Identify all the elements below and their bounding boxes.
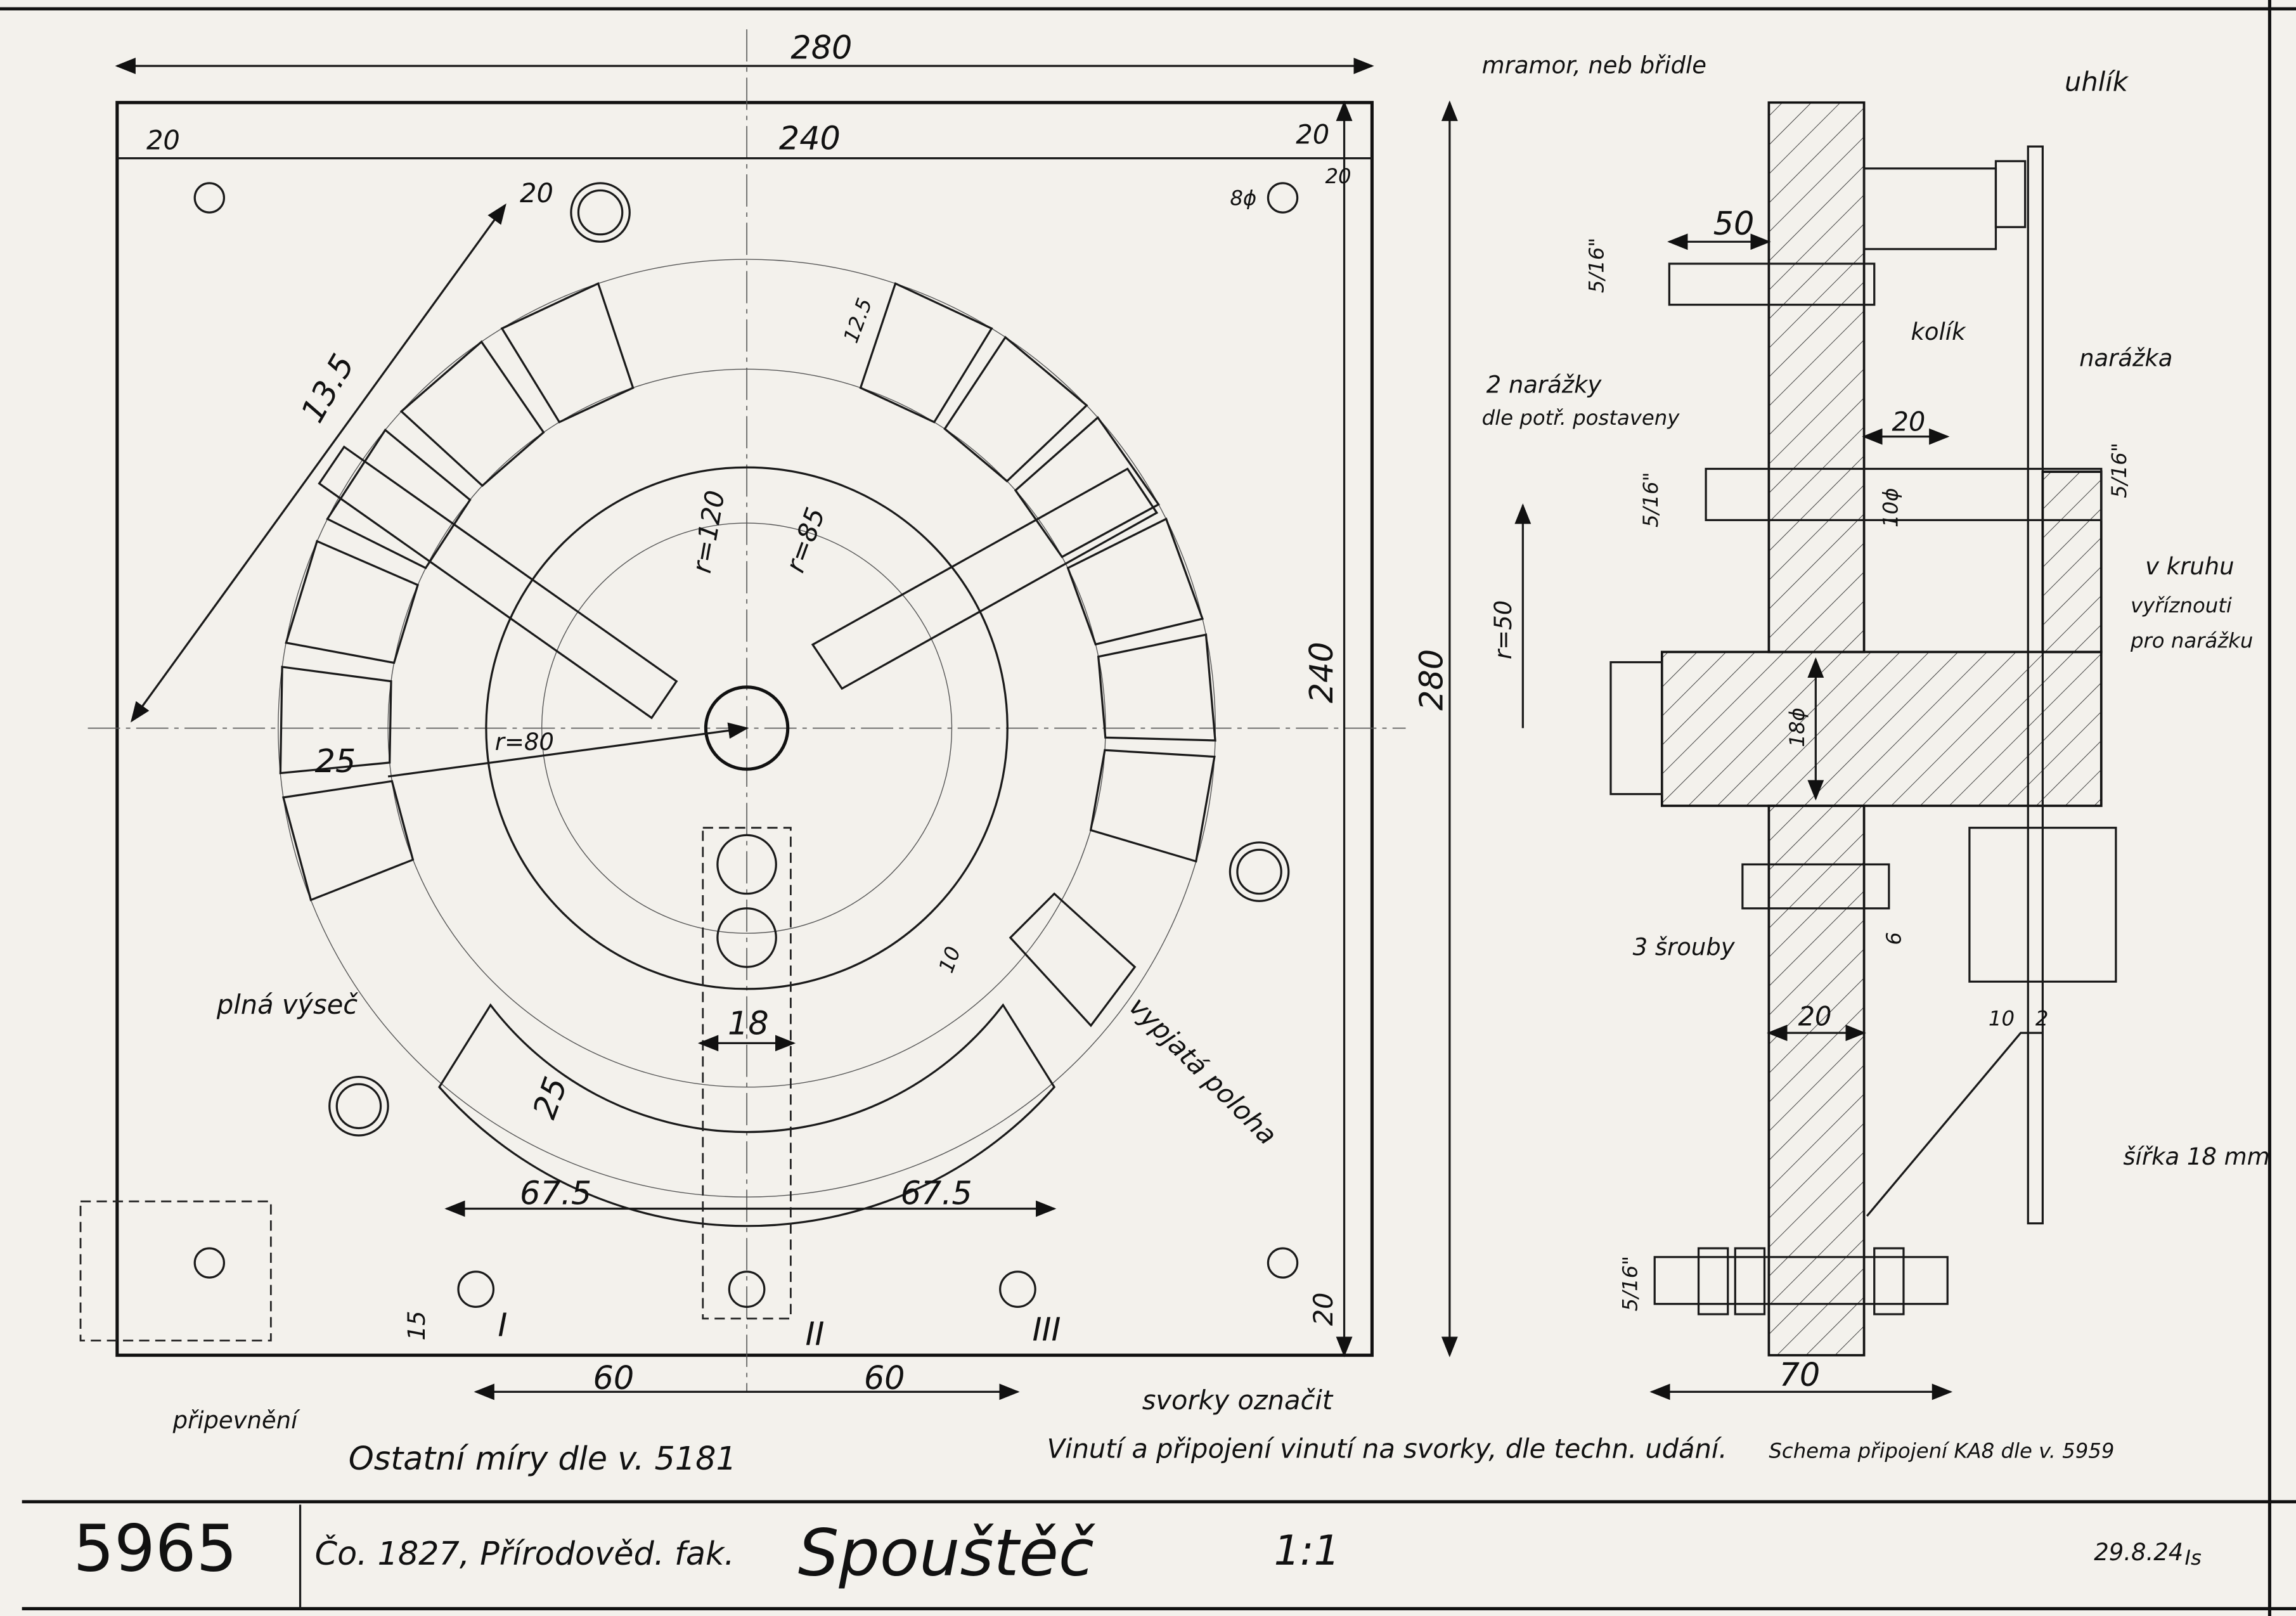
dim-hole-offset: 20 — [1325, 164, 1351, 188]
mounting-bracket — [79, 1200, 272, 1341]
note-full-sector: plná výseč — [216, 989, 358, 1020]
dim-sector-height: 25 — [526, 1072, 575, 1123]
contact-segment — [1097, 633, 1216, 742]
note-material: mramor, neb břidle — [1482, 52, 1706, 79]
dim-50: 50 — [1713, 205, 1755, 242]
arm-right — [811, 467, 1159, 690]
dim-gap: 10 — [934, 943, 965, 976]
bolts — [1653, 262, 2117, 1315]
dim-terminal-right: 60 — [864, 1359, 905, 1397]
scale: 1:1 — [1274, 1527, 1340, 1575]
arm-left — [318, 445, 678, 720]
note-stops-position: dle potř. postaveny — [1482, 406, 1680, 430]
note-width: šířka 18 mm — [2123, 1143, 2269, 1170]
dim-20a: 20 — [1892, 406, 1925, 437]
dim-r85: r=85 — [779, 503, 831, 576]
dim-10: 10ϕ — [1879, 488, 1903, 527]
hub — [1660, 650, 2103, 807]
note-winding: Vinutí a připojení vinutí na svorky, dle… — [1047, 1433, 1727, 1464]
dim-20b: 20 — [1798, 1001, 1832, 1032]
note-cut-1: v kruhu — [2145, 553, 2234, 580]
dim-bolt-3: 5/16" — [2107, 443, 2131, 498]
drawing-number: 5965 — [73, 1511, 237, 1586]
contact-segment — [1066, 517, 1204, 646]
note-cut-3: pro narážku — [2130, 628, 2253, 652]
note-cut-2: vyříznouti — [2131, 593, 2232, 617]
dim-inner-width: 240 — [779, 120, 841, 157]
terminal-2-label: II — [805, 1315, 824, 1352]
dim-half-right: 67.5 — [901, 1175, 972, 1212]
bracket-arm — [1866, 1031, 2043, 1217]
contact-segment — [859, 281, 993, 423]
dim-2: 2 — [2035, 1007, 2049, 1031]
dim-r80: r=80 — [495, 728, 554, 756]
note-schema: Schema připojení KA8 dle v. 5959 — [1769, 1438, 2114, 1463]
note-pin: kolík — [1911, 318, 1966, 346]
terminal-3-label: III — [1033, 1311, 1061, 1348]
reference: Čo. 1827, Přírodověd. fak. — [315, 1534, 735, 1572]
dim-left-margin: 20 — [146, 125, 180, 156]
slot — [702, 827, 792, 1320]
date: 29.8.24 — [2094, 1539, 2183, 1566]
contact-segment — [281, 780, 415, 902]
dim-bolt-1: 5/16" — [1584, 238, 1608, 293]
contact-spring — [2027, 145, 2044, 1225]
dim-side-height: 280 — [1412, 649, 1450, 711]
dim-half-left: 67.5 — [520, 1175, 591, 1212]
off-position-arm — [1009, 892, 1137, 1028]
note-terminals: svorky označit — [1142, 1385, 1334, 1416]
note-screws: 3 šrouby — [1633, 934, 1736, 961]
side-view — [1441, 100, 2117, 1400]
note-stop: narážka — [2079, 345, 2172, 372]
panel-outline — [115, 101, 1374, 1357]
dim-18: 18ϕ — [1785, 708, 1809, 747]
dim-6: 6 — [1881, 932, 1906, 945]
note-stops: 2 narážky — [1487, 371, 1603, 398]
mounting-holes — [193, 182, 1299, 1309]
note-off-position: vypjatá poloha — [1123, 990, 1284, 1151]
initials: Is — [2184, 1546, 2202, 1570]
note-carbon: uhlík — [2065, 66, 2129, 97]
dim-segment-angle: 20 — [520, 178, 553, 209]
drawing-title: Spouštěč — [798, 1515, 1095, 1590]
note-mounting: připevnění — [172, 1407, 301, 1434]
circle-r80 — [485, 466, 1009, 990]
shaft-hole — [704, 685, 790, 771]
contact-segments — [279, 281, 1216, 902]
base-plate-upper — [1767, 101, 1866, 654]
dim-terminal-left: 60 — [593, 1359, 635, 1397]
dim-r50: r=50 — [1490, 600, 1517, 659]
base-plate-lower — [1767, 805, 1866, 1357]
carbon-brush — [1862, 167, 1997, 250]
title-block: 5965 Čo. 1827, Přírodověd. fak. Spouštěč… — [73, 1511, 2201, 1590]
dim-slot-width: 18 — [728, 1005, 769, 1042]
dim-70: 70 — [1779, 1356, 1821, 1393]
dim-segment-length: 25 — [315, 742, 356, 780]
dim-bolt-2: 5/16" — [1639, 472, 1663, 527]
side-dimensions: mramor, neb břidle uhlík kolík 2 narážky… — [1412, 52, 2269, 1394]
contact-segment — [1014, 416, 1160, 559]
dim-10b: 10 — [1989, 1007, 2015, 1031]
dim-segment-width: 12.5 — [839, 295, 877, 346]
note-other-dims: Ostatní míry dle v. 5181 — [349, 1440, 737, 1477]
dim-bottom-margin: 20 — [1308, 1292, 1339, 1326]
dim-r120: r=120 — [686, 488, 731, 576]
dim-height: 240 — [1303, 642, 1340, 703]
contact-segment — [1089, 749, 1216, 863]
dim-hole: 8ϕ — [1230, 186, 1256, 210]
dim-terminal-y: 15 — [403, 1310, 430, 1340]
dim-bolt-4: 5/16" — [1618, 1256, 1642, 1311]
terminal-1-label: I — [498, 1307, 507, 1344]
notes: připevnění Ostatní míry dle v. 5181 Vinu… — [172, 1407, 2115, 1477]
dim-right-margin: 20 — [1296, 119, 1329, 150]
contact-segment — [943, 335, 1088, 483]
dim-overall-width: 280 — [790, 29, 852, 66]
front-view — [79, 29, 1406, 1400]
